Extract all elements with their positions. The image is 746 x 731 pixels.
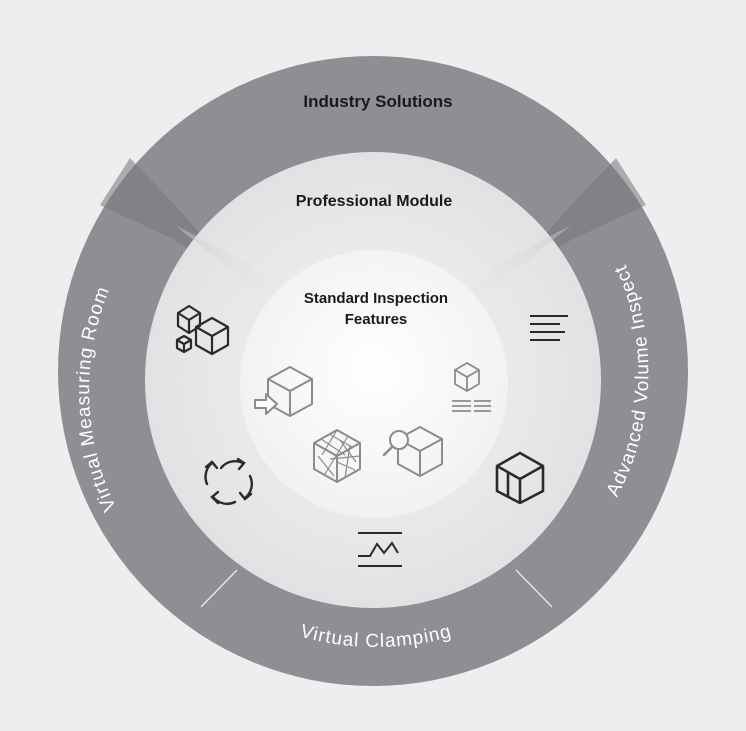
open-box-icon — [495, 451, 545, 505]
industry-solutions-label: Industry Solutions — [303, 92, 452, 111]
text-lines-icon — [530, 315, 568, 341]
cube-with-list-icon — [452, 362, 491, 412]
cubes-cluster-icon — [175, 304, 230, 356]
mesh-cube-icon — [313, 429, 361, 483]
outer-divider-right — [515, 569, 553, 608]
cube-import-icon — [254, 366, 313, 417]
professional-module-label: Professional Module — [296, 193, 453, 210]
graph-deviation-icon — [358, 532, 402, 567]
cube-magnifier-icon — [382, 426, 443, 477]
outer-divider-left — [200, 569, 238, 608]
standard-inspection-label: Standard Inspection — [304, 290, 448, 307]
cycle-arrows-icon — [204, 457, 253, 505]
features-label: Features — [345, 311, 408, 328]
